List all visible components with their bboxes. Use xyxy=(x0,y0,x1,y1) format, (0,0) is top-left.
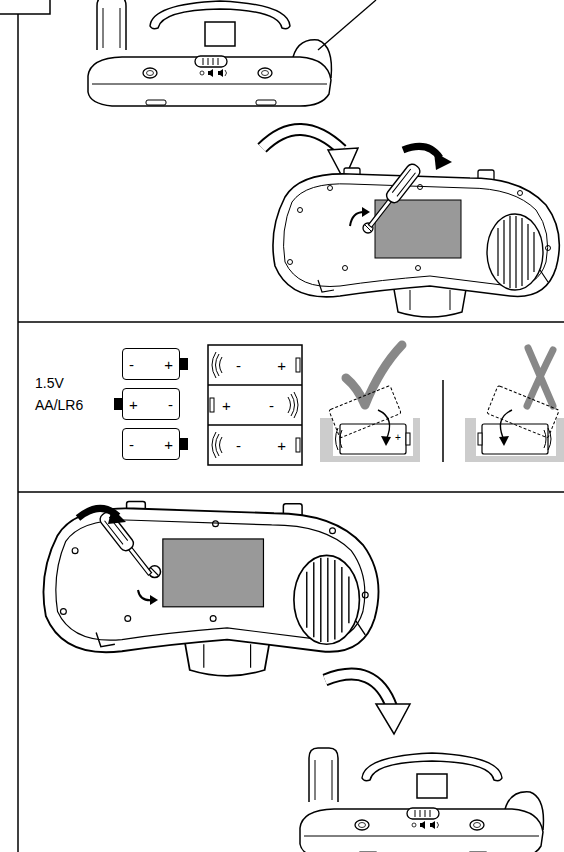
battery-shape: -+ xyxy=(122,428,180,460)
polarity-sign: + xyxy=(164,437,173,452)
toy-front-view xyxy=(88,0,376,106)
battery-shape: -+ xyxy=(222,348,294,382)
battery-compartment xyxy=(208,345,302,465)
battery-shape: -+ xyxy=(222,428,294,462)
polarity-sign: - xyxy=(129,437,134,452)
flip-arrow xyxy=(325,674,410,734)
polarity-sign: + xyxy=(222,398,231,413)
toy-back-view xyxy=(43,502,378,676)
polarity-sign: + xyxy=(129,397,138,412)
correct-insertion xyxy=(320,345,420,462)
polarity-sign: - xyxy=(269,398,274,413)
battery-shape: -+ xyxy=(122,348,180,380)
battery-shape: +- xyxy=(214,388,288,422)
battery-spec: AA/LR6 xyxy=(35,398,83,413)
polarity-sign: - xyxy=(236,358,241,373)
divider xyxy=(442,380,444,462)
polarity-sign: - xyxy=(236,438,241,453)
polarity-sign: + xyxy=(277,438,286,453)
toy-back-view xyxy=(273,146,559,317)
toy-front-view xyxy=(300,748,543,852)
polarity-sign: + xyxy=(164,357,173,372)
polarity-sign: - xyxy=(129,357,134,372)
polarity-sign: - xyxy=(168,397,173,412)
battery-shape: +- xyxy=(122,388,180,420)
wrong-insertion xyxy=(465,348,564,462)
battery-spec: 1.5V xyxy=(35,376,64,391)
polarity-sign: + xyxy=(395,432,401,443)
polarity-sign: + xyxy=(277,358,286,373)
